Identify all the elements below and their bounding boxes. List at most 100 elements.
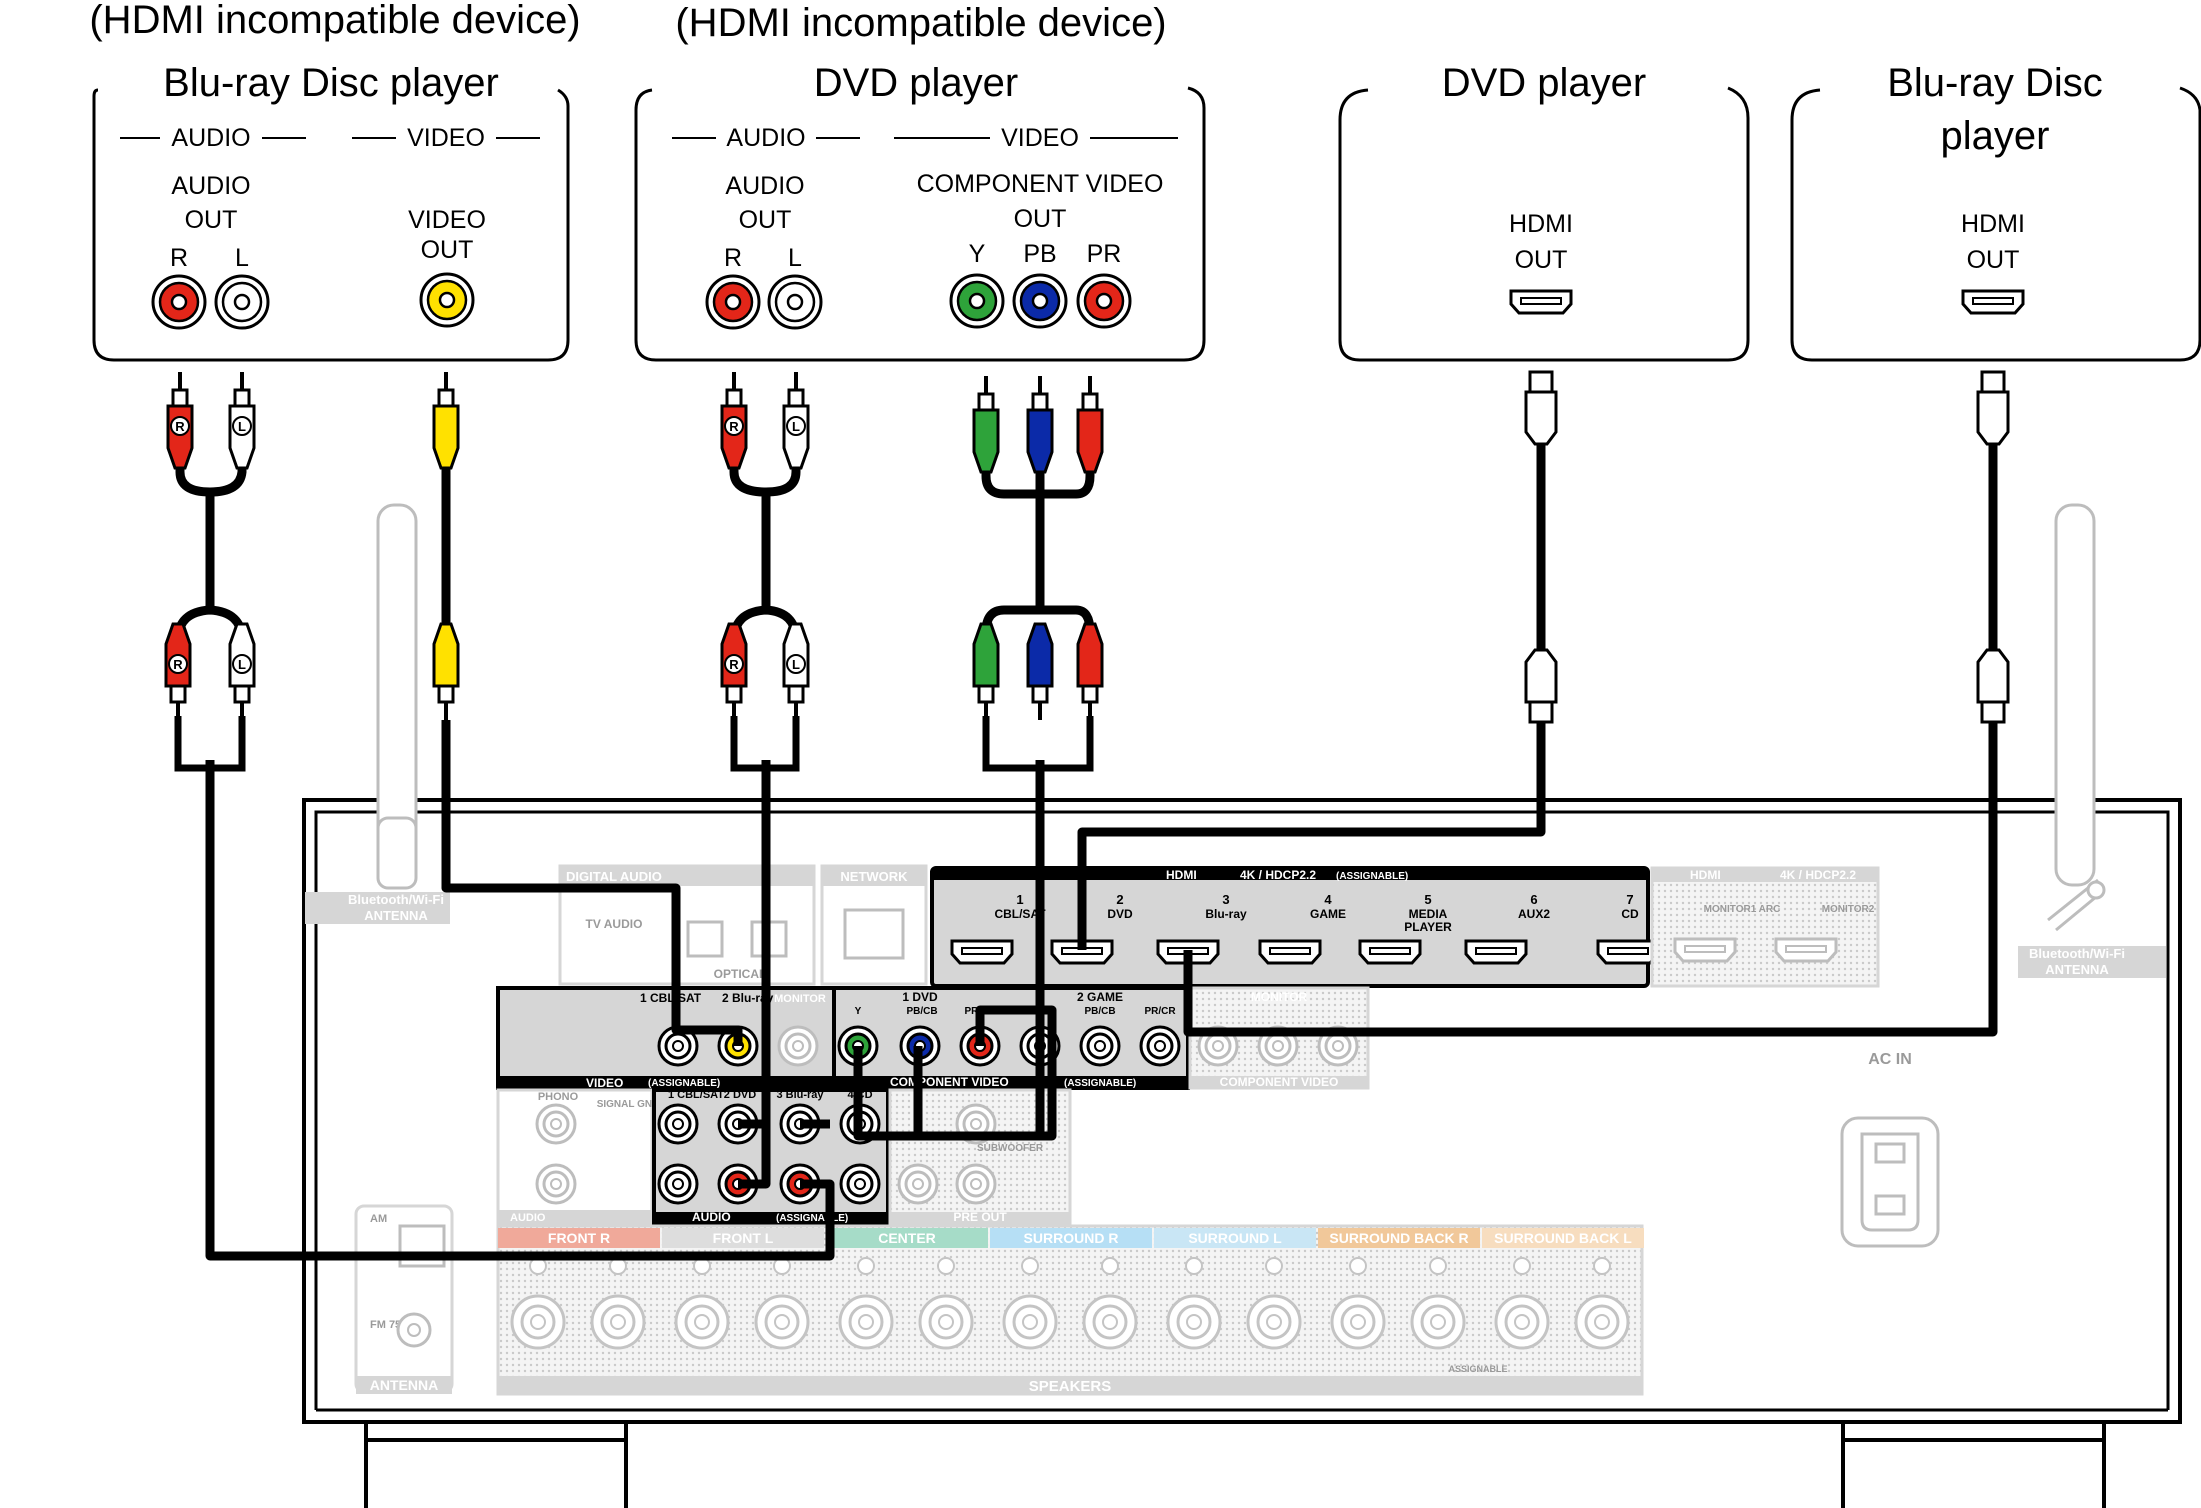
rca-plug: L [228, 622, 256, 720]
video-in-label: VIDEO [586, 1076, 623, 1090]
speaker-terminal: FRONT L [662, 1228, 824, 1350]
speaker-post [1330, 1294, 1386, 1350]
device-box [634, 86, 1206, 362]
am-label: AM [370, 1213, 387, 1225]
speaker-post [918, 1294, 974, 1350]
speaker-post [674, 1294, 730, 1350]
speaker-header [498, 1228, 660, 1248]
speaker-label: SURROUND R [1024, 1230, 1119, 1246]
antenna-label: ANTENNA [370, 1377, 438, 1393]
rca-plug [972, 376, 1000, 474]
hdmi-input-label: CD [1621, 907, 1639, 921]
speaker-terminal: SURROUND BACK L [1482, 1228, 1644, 1350]
device-note: (HDMI incompatible device) [675, 1, 1166, 45]
rca-plug: R [720, 372, 748, 470]
hdmi-input-number: 1 [1016, 892, 1023, 907]
comp-monitor-footer: COMPONENT VIDEO [1220, 1075, 1339, 1089]
comp-pb-2: PB/CB [1084, 1006, 1115, 1017]
plug-letter: L [238, 419, 246, 434]
ethernet-port-icon [843, 908, 905, 960]
rca-jack-blue [1012, 273, 1068, 329]
phono-label: PHONO [538, 1091, 579, 1103]
speaker-header [662, 1228, 824, 1248]
cable-audio-dvd [729, 436, 801, 772]
speaker-post [1410, 1294, 1466, 1350]
video-monitor: MONITOR [774, 993, 826, 1005]
route-audio-dvd-r [738, 1124, 771, 1189]
rca-plug [972, 622, 1000, 720]
speaker-label: SURROUND BACK R [1329, 1230, 1468, 1246]
speaker-header [1482, 1228, 1644, 1248]
bt-antenna-left: Bluetooth/Wi-Fi ANTENNA [305, 503, 450, 924]
rca-plug: R [166, 372, 194, 470]
bt-antenna-right: Bluetooth/Wi-Fi ANTENNA [2018, 503, 2166, 978]
device-dvd-incompatible: (HDMI incompatible device) DVD player AU… [634, 1, 1206, 362]
audio-in-gray-label: AUDIO [510, 1212, 546, 1224]
video-in-panel: 1 CBL/SAT 2 Blu-ray MONITOR VIDEO (ASSIG… [496, 986, 836, 1090]
rca-plug: R [164, 622, 192, 720]
hdmi-port-icon [1258, 939, 1322, 965]
cable-audio-bluray [173, 436, 247, 780]
optical-label: OPTICAL [714, 967, 767, 981]
plug-letter: R [173, 657, 183, 672]
audio-in-3: 3 Blu-ray [776, 1089, 824, 1101]
speaker-post [1082, 1294, 1138, 1350]
hdmi-plug [1524, 648, 1558, 724]
phono-section: PHONO SIGNAL GND AUDIO [496, 1088, 659, 1226]
rca-plug: L [228, 372, 256, 470]
video-out-label-2: OUT [421, 236, 474, 264]
hdmi-inputs: 1CBL/SAT2DVD3Blu-ray4GAME5MEDIAPLAYER6AU… [950, 892, 1660, 965]
ac-in-label: AC IN [1868, 1051, 1912, 1068]
device-title: Blu-ray Disc [1887, 61, 2103, 105]
audio-in-1: 1 CBL/SAT [668, 1089, 724, 1101]
speakers-section: SPEAKERS ASSIGNABLE [496, 1224, 1644, 1396]
hdmi-out-label-2: OUT [1967, 246, 2020, 274]
hdmi-input-number: 4 [1324, 892, 1332, 907]
speaker-post [1494, 1294, 1550, 1350]
speaker-header [1318, 1228, 1480, 1248]
rca-jack-green [949, 273, 1005, 329]
foot-right [1841, 1422, 2106, 1508]
hdmi-out-label: HDMI [1961, 210, 2025, 238]
digital-audio-label: DIGITAL AUDIO [566, 869, 662, 884]
video-in-1: 1 CBL/SAT [640, 991, 702, 1005]
speaker-terminal: SURROUND BACK R [1318, 1228, 1480, 1350]
device-box [92, 88, 570, 362]
rca-video-1 [657, 1025, 699, 1067]
hdmi-input-number: 6 [1530, 892, 1537, 907]
audio-header: AUDIO [171, 124, 250, 152]
hdmi-input-label: MEDIA [1409, 907, 1448, 921]
device-dvd-hdmi: DVD player HDMI OUT [1338, 61, 1750, 362]
hdmi-input-label: Blu-ray [1205, 907, 1247, 921]
audio-in-label: AUDIO [692, 1210, 731, 1224]
speaker-terminal: FRONT R [498, 1228, 660, 1350]
cable-component-dvd [981, 440, 1095, 772]
pr-label: PR [1087, 240, 1122, 268]
speaker-header [990, 1228, 1152, 1248]
comp-monitor-label: MONITOR [1251, 990, 1308, 1004]
hdmi-input-number: 3 [1222, 892, 1229, 907]
video-in-2: 2 Blu-ray [722, 991, 774, 1005]
hdmi-port-icon [1464, 939, 1528, 965]
audio-in-assign: (ASSIGNABLE) [776, 1213, 848, 1224]
plug-letter: L [238, 657, 246, 672]
speaker-header [1154, 1228, 1316, 1248]
hdmi-input-label: AUX2 [1518, 907, 1550, 921]
rca-audio-1l [657, 1103, 699, 1145]
r-label: R [724, 244, 742, 272]
speaker-post [510, 1294, 566, 1350]
speaker-post [1166, 1294, 1222, 1350]
hdmi-out-label: HDMI [1509, 210, 1573, 238]
assignable-label: ASSIGNABLE [1448, 1364, 1507, 1374]
plug-letter: R [729, 419, 739, 434]
comp-dvd: 1 DVD [902, 990, 938, 1004]
device-title: DVD player [1442, 61, 1647, 105]
plug-letter: L [792, 657, 800, 672]
bt-label: Bluetooth/Wi-Fi [348, 892, 444, 907]
speaker-label: FRONT R [548, 1230, 610, 1246]
component-label: COMPONENT VIDEO [890, 1075, 1009, 1089]
hdmi-plug [1976, 648, 2010, 724]
hdmi-input-number: 7 [1626, 892, 1633, 907]
